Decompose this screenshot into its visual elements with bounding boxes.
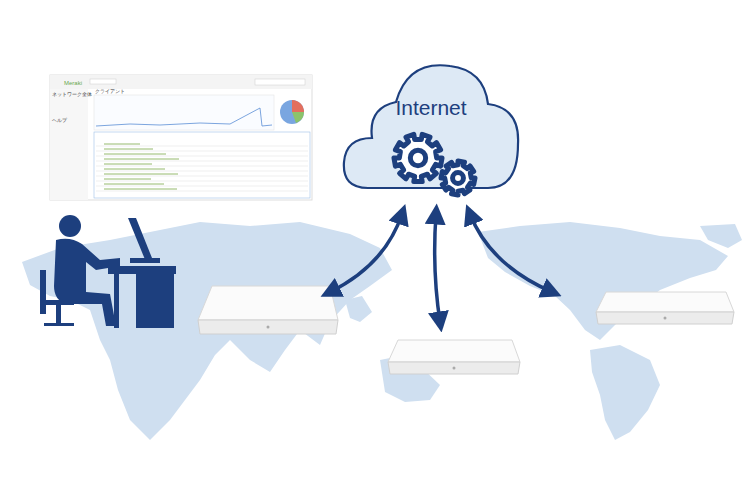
product-logo: Meraki [64,80,82,86]
access-point [388,340,520,374]
page-heading: クライアント [95,89,125,94]
person-at-desk [40,215,176,328]
access-point [198,286,338,334]
continents [22,222,742,440]
menu-item: ネットワーク全体 [52,93,92,98]
link-arrow [330,214,552,322]
cloud-shape [338,38,524,208]
internet-cloud: Internet [338,38,524,208]
cloud-label: Internet [338,96,524,120]
menu-item: ヘルプ [52,119,67,124]
dashboard-screenshot [50,75,312,200]
access-point [596,292,734,324]
